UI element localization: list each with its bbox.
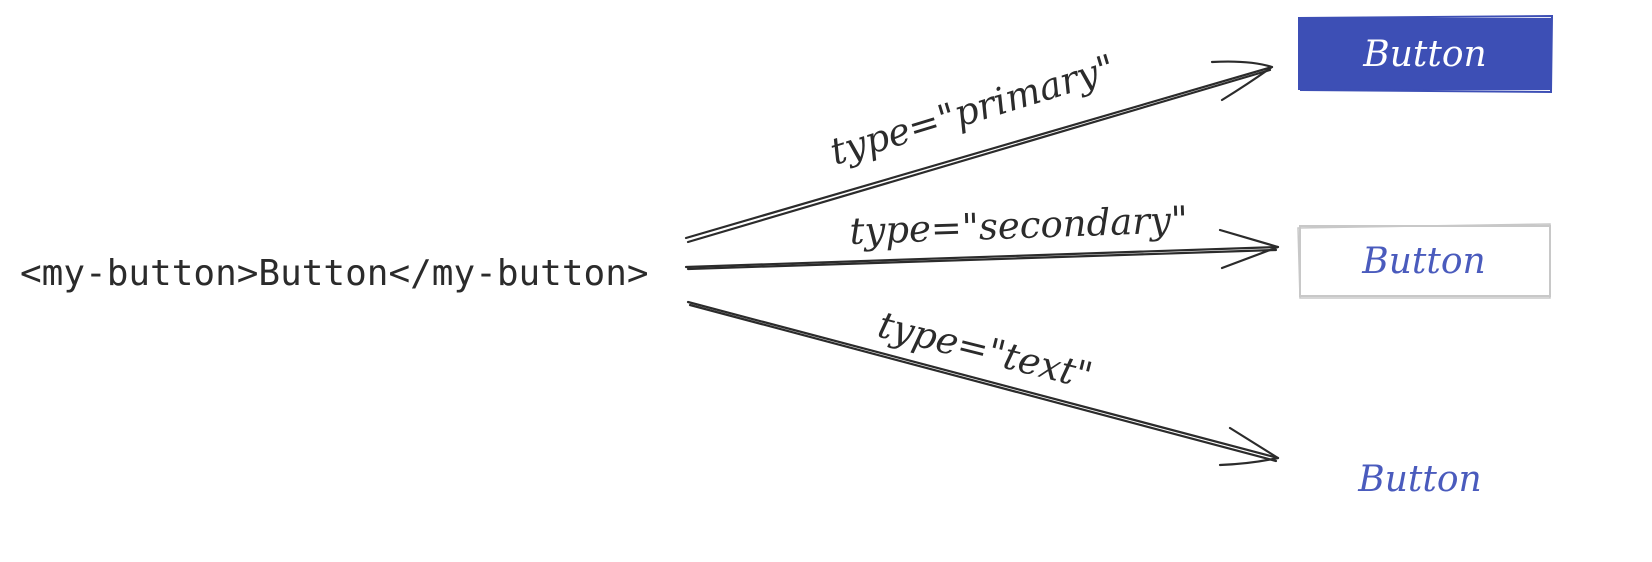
text-button-label: Button <box>1357 459 1481 500</box>
arrow-primary <box>684 60 1274 244</box>
arrow-secondary <box>684 228 1280 271</box>
label-secondary: type="secondary" <box>849 198 1189 253</box>
primary-button[interactable]: Button <box>1297 14 1554 94</box>
secondary-button[interactable]: Button <box>1297 223 1551 299</box>
text-button[interactable]: Button <box>1357 459 1481 500</box>
source-code-text: <my-button>Button</my-button> <box>20 253 649 294</box>
primary-button-label: Button <box>1362 34 1486 75</box>
arrow-text <box>686 300 1280 467</box>
secondary-button-label: Button <box>1361 241 1485 282</box>
